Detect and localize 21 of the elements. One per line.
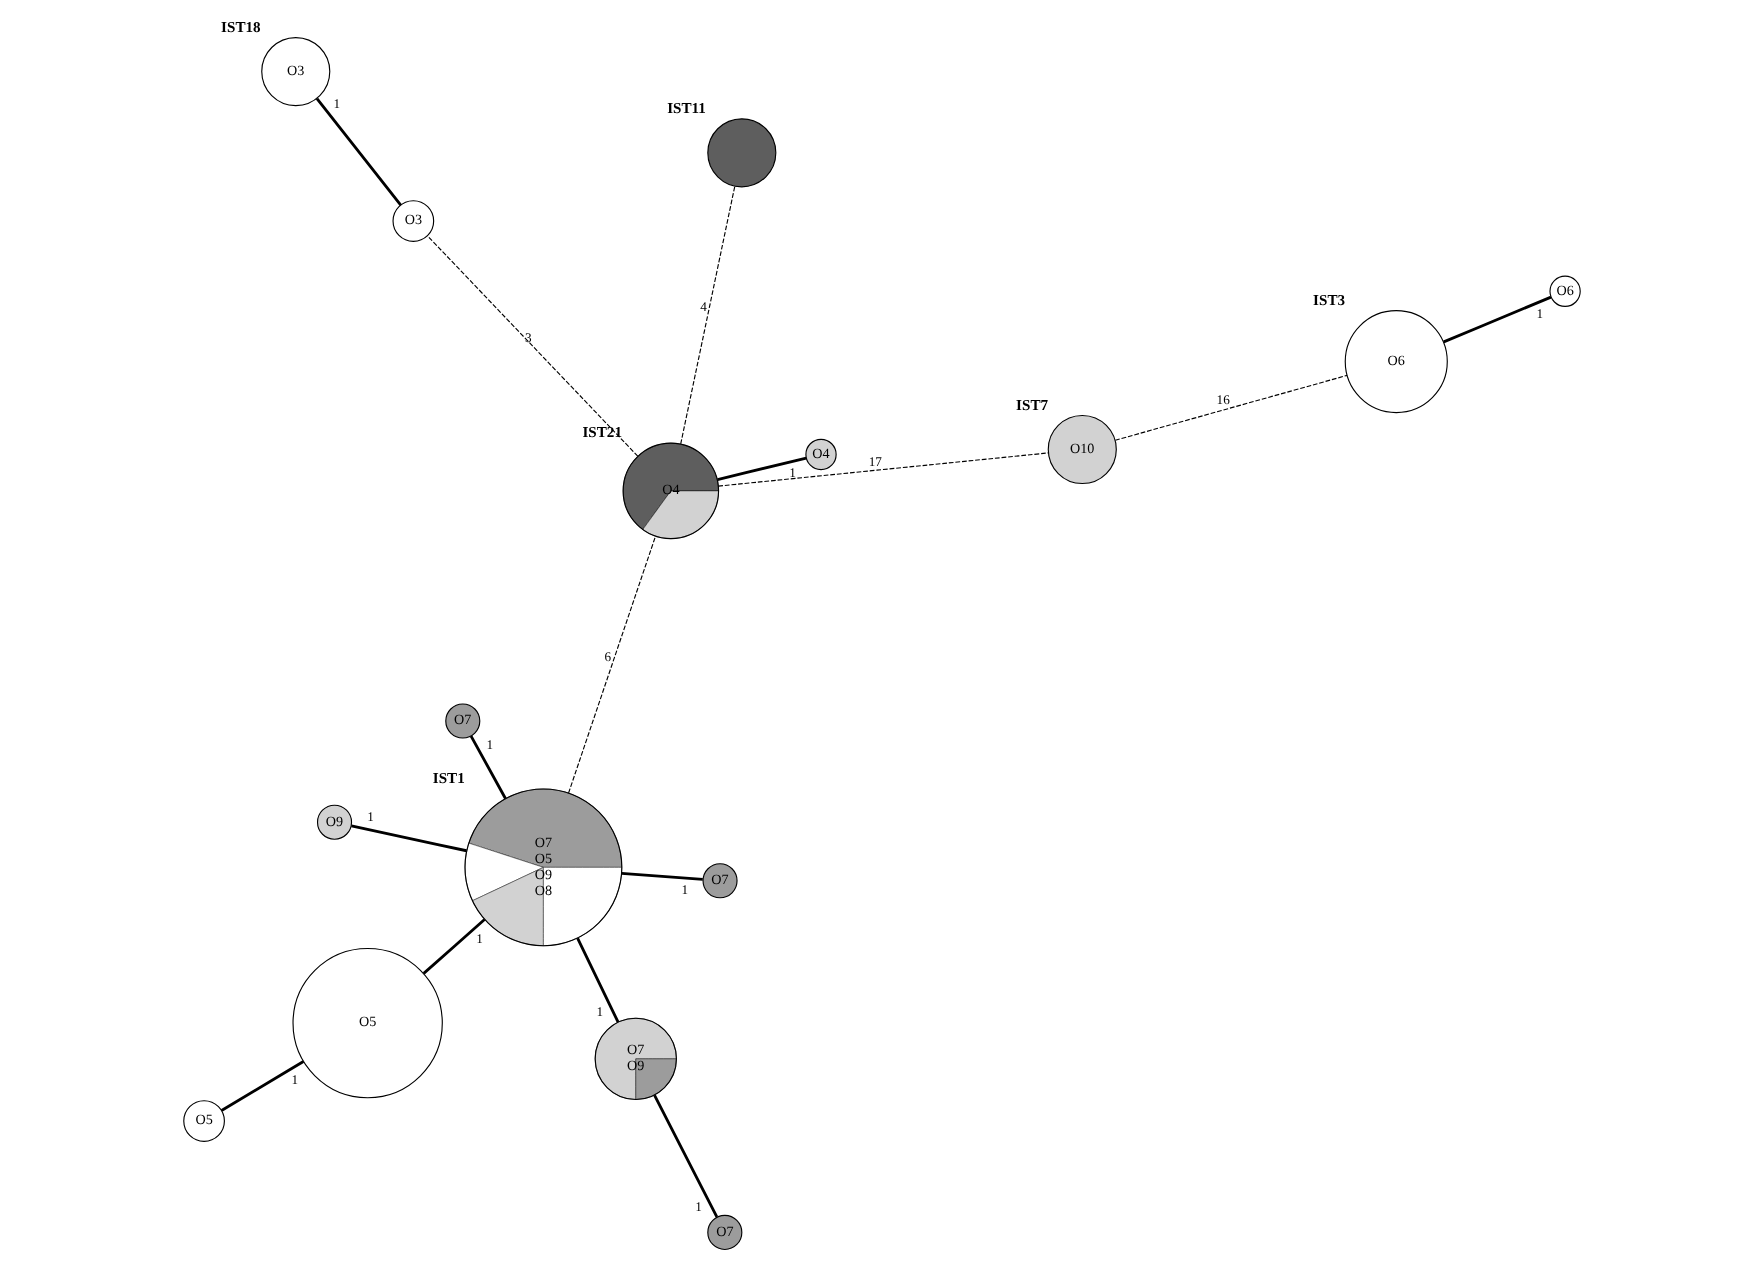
connector xyxy=(315,97,402,206)
connector xyxy=(621,871,703,881)
connector xyxy=(717,456,807,481)
connector xyxy=(469,735,507,800)
connector xyxy=(568,535,657,794)
node-label: IST21 xyxy=(582,423,622,442)
connector xyxy=(1443,295,1552,344)
node-label: IST3 xyxy=(1313,290,1346,309)
connector xyxy=(422,918,486,975)
connector xyxy=(220,1060,305,1112)
connector xyxy=(576,937,620,1023)
connector xyxy=(1114,374,1348,441)
node-label: IST7 xyxy=(1016,395,1049,414)
connector xyxy=(426,235,639,457)
node-label: IST11 xyxy=(667,98,706,117)
node-label: IST1 xyxy=(432,769,465,788)
connector xyxy=(351,824,467,853)
connector xyxy=(680,185,736,445)
connector xyxy=(717,452,1049,487)
node-label: IST18 xyxy=(221,17,261,36)
node-circle xyxy=(707,118,777,188)
